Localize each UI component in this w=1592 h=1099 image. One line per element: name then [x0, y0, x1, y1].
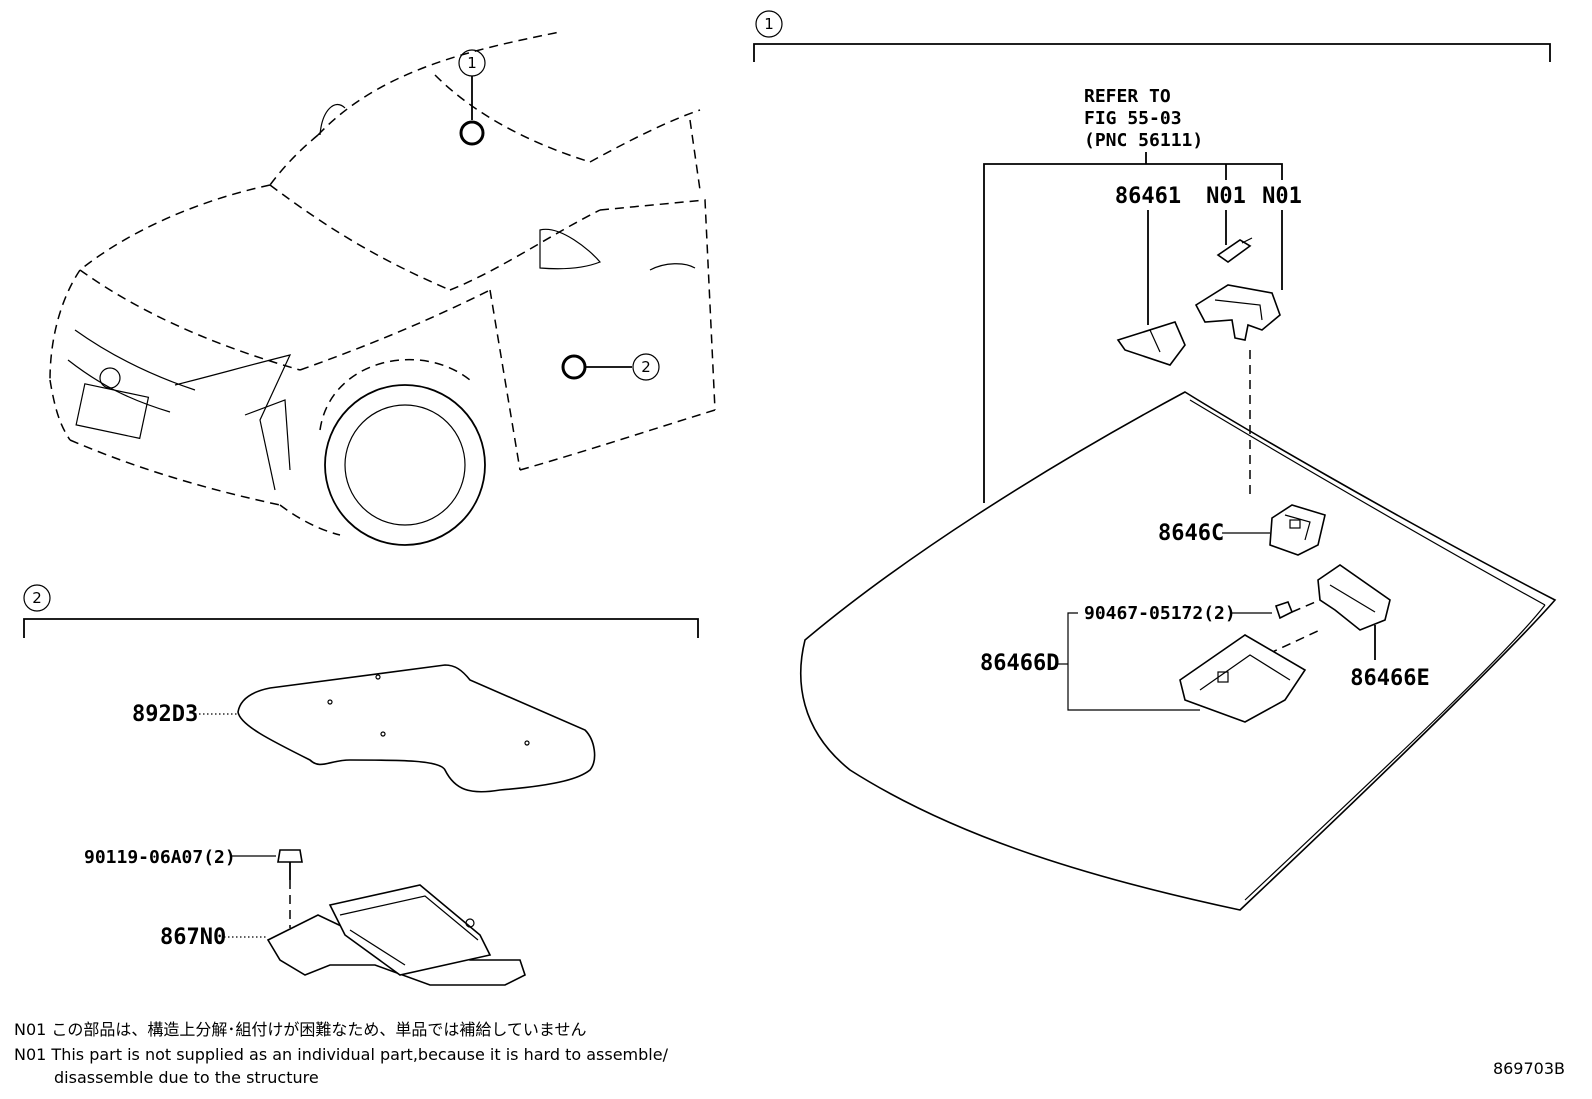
- part-n01-connector: [1216, 239, 1252, 263]
- part-90119-label: 90119-06A07(2): [84, 847, 236, 868]
- section-1-bracket: [753, 43, 1551, 62]
- part-n01-label-a: N01: [1206, 184, 1246, 209]
- note-english-line1: N01 This part is not supplied as an indi…: [14, 1045, 669, 1064]
- callout-1-on-car: 1: [458, 49, 486, 146]
- part-90119-bolt: [277, 849, 303, 863]
- part-8646c-mount: [1269, 504, 1326, 556]
- part-8646c-label: 8646C: [1158, 521, 1224, 546]
- part-86466e-label: 86466E: [1350, 666, 1429, 691]
- refer-to-line3: (PNC 56111): [1084, 130, 1203, 151]
- part-86461-label: 86461: [1115, 184, 1181, 209]
- section-1: 1 REFER TO FIG 55-03 (PNC 56111) 86461 N…: [753, 10, 1557, 911]
- section-2: 2 892D3 90119-06A07(2) 867N0: [23, 584, 699, 986]
- callout-number: 2: [641, 358, 651, 376]
- part-86461-cover: [1116, 321, 1186, 366]
- note-english-line2: disassemble due to the structure: [54, 1068, 319, 1087]
- part-867n0-label: 867N0: [160, 925, 226, 950]
- figure-id: 869703B: [1493, 1059, 1565, 1078]
- windshield-glass: [800, 391, 1557, 911]
- car-illustration: [49, 31, 716, 546]
- part-867n0-module: [328, 884, 492, 976]
- part-n01-label-b: N01: [1262, 184, 1302, 209]
- part-86466e-cover: [1317, 564, 1391, 631]
- part-90467-label: 90467-05172(2): [1084, 603, 1236, 624]
- refer-to-line2: FIG 55-03: [1084, 108, 1182, 129]
- part-86466d-label: 86466D: [980, 651, 1059, 676]
- part-892d3-sheet: [237, 664, 596, 793]
- callout-number: 1: [467, 54, 477, 72]
- part-86466d-cover: [1179, 634, 1307, 723]
- footnotes: N01 この部品は、構造上分解･組付けが困難なため、単品では補給していません N…: [14, 1020, 669, 1087]
- section-2-bracket: [23, 618, 699, 638]
- section-2-number: 2: [32, 589, 42, 607]
- callout-2-on-car: 2: [561, 353, 660, 381]
- section-1-number: 1: [764, 15, 774, 33]
- refer-to-line1: REFER TO: [1084, 86, 1171, 107]
- part-892d3-label: 892D3: [132, 702, 198, 727]
- note-japanese: N01 この部品は、構造上分解･組付けが困難なため、単品では補給していません: [14, 1020, 586, 1039]
- part-n01-bracket: [1194, 284, 1281, 341]
